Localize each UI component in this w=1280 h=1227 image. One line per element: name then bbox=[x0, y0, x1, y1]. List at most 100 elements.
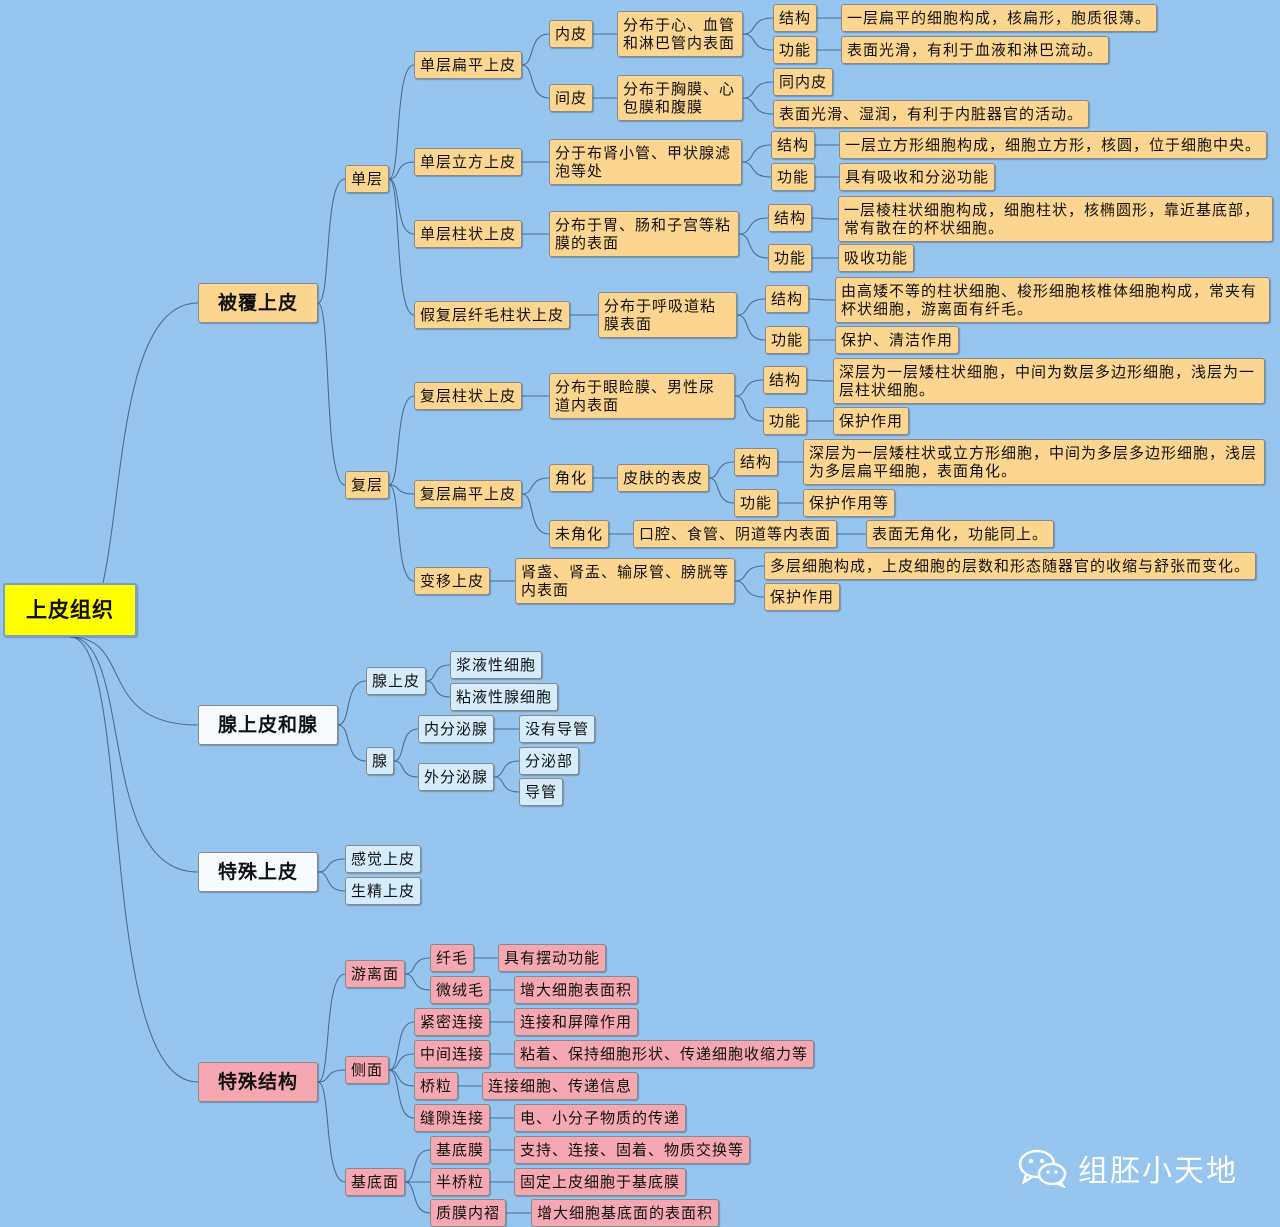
stratified-columnar-node[interactable]: 复层柱状上皮 bbox=[414, 382, 523, 410]
plasma-infolding-node[interactable]: 质膜内褶 bbox=[430, 1199, 507, 1227]
keratinized-function-text[interactable]: 保护作用等 bbox=[803, 489, 896, 517]
keratinized-distribution[interactable]: 皮肤的表皮 bbox=[617, 464, 710, 492]
nonkeratinized-distribution[interactable]: 口腔、食管、阴道等内表面 bbox=[633, 520, 838, 548]
special-structure-node[interactable]: 特殊结构 bbox=[198, 1062, 318, 1102]
connector-sc_d-sc_f bbox=[741, 161, 772, 178]
simple-columnar-node[interactable]: 单层柱状上皮 bbox=[414, 220, 523, 248]
keratinized-structure-text[interactable]: 深层为一层矮柱状或立方形细胞，中间为多层多边形细胞，浅层为多层扁平细胞，表面角化… bbox=[803, 439, 1265, 485]
keratinized-structure-label[interactable]: 结构 bbox=[734, 448, 779, 476]
basement-membrane-desc[interactable]: 支持、连接、固着、物质交换等 bbox=[514, 1136, 751, 1164]
connector-ss-ss_endo bbox=[521, 33, 550, 66]
connector-scol_d-scol_f bbox=[738, 233, 769, 259]
connector-scol_s-scol_sd bbox=[811, 217, 839, 220]
microvilli-node[interactable]: 微绒毛 bbox=[430, 976, 491, 1004]
stratified-columnar-structure-label[interactable]: 结构 bbox=[763, 366, 808, 394]
endothelium-node[interactable]: 内皮 bbox=[549, 20, 594, 48]
stratified-squamous-node[interactable]: 复层扁平上皮 bbox=[414, 480, 523, 508]
secretory-part-node[interactable]: 分泌部 bbox=[519, 747, 580, 775]
gland-node[interactable]: 腺 bbox=[366, 747, 395, 775]
stratified-columnar-structure-text[interactable]: 深层为一层矮柱状细胞，中间为数层多边形细胞，浅层为一层柱状细胞。 bbox=[833, 358, 1265, 404]
connector-l1b-g_gl bbox=[337, 724, 367, 762]
simple-cuboidal-function-text[interactable]: 具有吸收和分泌功能 bbox=[839, 163, 996, 191]
serous-cell-node[interactable]: 浆液性细胞 bbox=[450, 651, 543, 679]
gap-junction-desc[interactable]: 电、小分子物质的传递 bbox=[514, 1104, 687, 1132]
covering-epithelium-node[interactable]: 被覆上皮 bbox=[198, 283, 318, 323]
exocrine-gland-node[interactable]: 外分泌腺 bbox=[418, 763, 495, 791]
endothelium-function-text[interactable]: 表面光滑，有利于血液和淋巴流动。 bbox=[841, 36, 1110, 64]
desmosome-node[interactable]: 桥粒 bbox=[414, 1072, 459, 1100]
endothelium-function-label[interactable]: 功能 bbox=[773, 36, 818, 64]
root-node[interactable]: 上皮组织 bbox=[3, 583, 137, 637]
stratified-columnar-function-text[interactable]: 保护作用 bbox=[833, 407, 910, 435]
simple-columnar-function-label[interactable]: 功能 bbox=[768, 244, 813, 272]
simple-squamous-node[interactable]: 单层扁平上皮 bbox=[414, 51, 523, 79]
pseudostratified-structure-label[interactable]: 结构 bbox=[765, 285, 810, 313]
intermediate-junction-desc[interactable]: 粘着、保持细胞形状、传递细胞收缩力等 bbox=[514, 1040, 815, 1068]
pseudostratified-structure-text[interactable]: 由高矮不等的柱状细胞、梭形细胞核椎体细胞构成，常夹有杯状细胞，游离面有纤毛。 bbox=[835, 277, 1270, 323]
connector-g_exo-g_exo_d bbox=[493, 776, 520, 793]
simple-columnar-structure-label[interactable]: 结构 bbox=[768, 204, 813, 232]
cilia-desc[interactable]: 具有摆动功能 bbox=[498, 944, 607, 972]
free-surface-node[interactable]: 游离面 bbox=[345, 960, 406, 988]
mesothelium-function-text[interactable]: 表面光滑、湿润，有利于内脏器官的活动。 bbox=[773, 100, 1090, 128]
tight-junction-desc[interactable]: 连接和屏障作用 bbox=[514, 1008, 639, 1036]
keratinized-node[interactable]: 角化 bbox=[549, 464, 594, 492]
simple-cuboidal-node[interactable]: 单层立方上皮 bbox=[414, 148, 523, 176]
tight-junction-node[interactable]: 紧密连接 bbox=[414, 1008, 491, 1036]
endocrine-gland-node[interactable]: 内分泌腺 bbox=[418, 715, 495, 743]
endocrine-gland-desc[interactable]: 没有导管 bbox=[519, 715, 596, 743]
transitional-node[interactable]: 变移上皮 bbox=[414, 567, 491, 595]
nonkeratinized-note[interactable]: 表面无角化，功能同上。 bbox=[866, 520, 1055, 548]
stratified-node[interactable]: 复层 bbox=[345, 471, 390, 499]
connector-c_single-ps bbox=[388, 178, 415, 316]
hemidesmosome-node[interactable]: 半桥粒 bbox=[430, 1168, 491, 1196]
simple-cuboidal-structure-text[interactable]: 一层立方形细胞构成，细胞立方形，核圆，位于细胞中央。 bbox=[839, 131, 1268, 159]
simple-columnar-function-text[interactable]: 吸收功能 bbox=[838, 244, 915, 272]
simple-columnar-distribution[interactable]: 分布于胃、肠和子宫等粘膜的表面 bbox=[549, 211, 739, 257]
mesothelium-node[interactable]: 间皮 bbox=[549, 84, 594, 112]
desmosome-desc[interactable]: 连接细胞、传递信息 bbox=[482, 1072, 639, 1100]
gap-junction-node[interactable]: 缝隙连接 bbox=[414, 1104, 491, 1132]
simple-columnar-structure-text[interactable]: 一层棱柱状细胞构成，细胞柱状，核椭圆形，靠近基底部，常有散在的杯状细胞。 bbox=[838, 196, 1273, 242]
duct-node[interactable]: 导管 bbox=[519, 778, 564, 806]
mucous-cell-node[interactable]: 粘液性腺细胞 bbox=[450, 683, 559, 711]
special-epithelium-node[interactable]: 特殊上皮 bbox=[198, 852, 318, 892]
gland-epithelium-node[interactable]: 腺上皮 bbox=[366, 667, 427, 695]
pseudostratified-distribution[interactable]: 分布于呼吸道粘膜表面 bbox=[598, 292, 737, 338]
connector-l1a-c_single bbox=[317, 178, 346, 304]
hemidesmosome-desc[interactable]: 固定上皮细胞于基底膜 bbox=[514, 1168, 687, 1196]
glandular-epithelium-node[interactable]: 腺上皮和腺 bbox=[198, 705, 338, 745]
keratinized-function-label[interactable]: 功能 bbox=[734, 489, 779, 517]
transitional-function-text[interactable]: 保护作用 bbox=[764, 583, 841, 611]
germinal-epithelium-node[interactable]: 生精上皮 bbox=[345, 877, 422, 905]
plasma-infolding-desc[interactable]: 增大细胞基底面的表面积 bbox=[531, 1199, 720, 1227]
nonkeratinized-node[interactable]: 未角化 bbox=[549, 520, 610, 548]
lateral-surface-node[interactable]: 侧面 bbox=[345, 1056, 390, 1084]
microvilli-desc[interactable]: 增大细胞表面积 bbox=[514, 976, 639, 1004]
simple-cuboidal-structure-label[interactable]: 结构 bbox=[771, 131, 816, 159]
basement-membrane-node[interactable]: 基底膜 bbox=[430, 1136, 491, 1164]
transitional-structure-text[interactable]: 多层细胞构成，上皮细胞的层数和形态随器官的收缩与舒张而变化。 bbox=[764, 552, 1257, 580]
simple-cuboidal-distribution[interactable]: 分于布肾小管、甲状腺滤泡等处 bbox=[549, 139, 742, 185]
pseudostratified-function-text[interactable]: 保护、清洁作用 bbox=[835, 326, 960, 354]
stratified-columnar-function-label[interactable]: 功能 bbox=[763, 407, 808, 435]
connector-ssx_bas-ssx_pi bbox=[404, 1181, 431, 1214]
pseudostratified-node[interactable]: 假复层纤毛柱状上皮 bbox=[414, 301, 571, 329]
mesothelium-distribution[interactable]: 分布于胸膜、心包膜和腹膜 bbox=[617, 75, 743, 121]
basal-surface-node[interactable]: 基底面 bbox=[345, 1168, 406, 1196]
simple-cuboidal-function-label[interactable]: 功能 bbox=[771, 163, 816, 191]
intermediate-junction-node[interactable]: 中间连接 bbox=[414, 1040, 491, 1068]
sensory-epithelium-node[interactable]: 感觉上皮 bbox=[345, 845, 422, 873]
connector-ps_s-ps_sd bbox=[808, 298, 836, 301]
endothelium-structure-text[interactable]: 一层扁平的细胞构成，核扁形，胞质很薄。 bbox=[841, 4, 1158, 32]
pseudostratified-function-label[interactable]: 功能 bbox=[765, 326, 810, 354]
single-layer-node[interactable]: 单层 bbox=[345, 165, 390, 193]
endothelium-distribution[interactable]: 分布于心、血管和淋巴管内表面 bbox=[617, 11, 743, 57]
endothelium-structure-label[interactable]: 结构 bbox=[773, 4, 818, 32]
stratified-columnar-distribution[interactable]: 分布于眼睑膜、男性尿道内表面 bbox=[549, 373, 735, 419]
cilia-node[interactable]: 纤毛 bbox=[430, 944, 475, 972]
connector-ssx_bas-ssx_bm bbox=[404, 1149, 431, 1183]
mesothelium-same-as-endothelium[interactable]: 同内皮 bbox=[773, 68, 834, 96]
connector-g_ep-g_ser bbox=[425, 664, 451, 682]
transitional-distribution[interactable]: 肾盏、肾盂、输尿管、膀胱等内表面 bbox=[515, 558, 735, 604]
